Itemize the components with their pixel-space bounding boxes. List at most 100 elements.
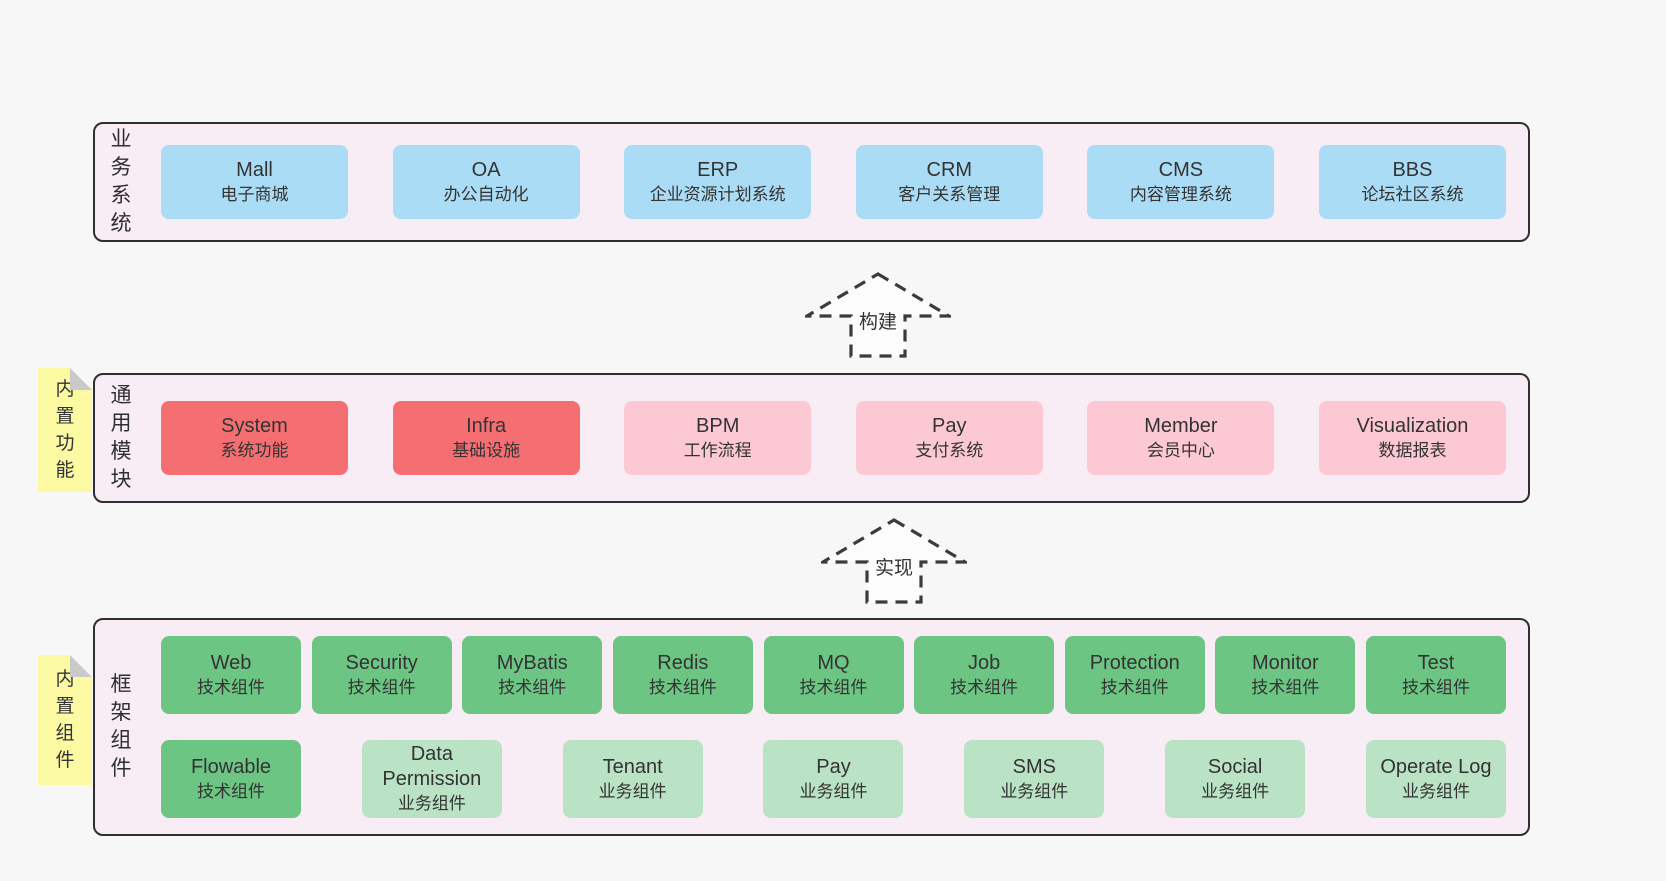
box-subtitle: 技术组件: [799, 677, 868, 697]
box-mall: Mall 电子商城: [161, 145, 348, 219]
box-title: Tenant: [602, 755, 663, 778]
box-title: Monitor: [1252, 651, 1319, 674]
box-subtitle: 技术组件: [197, 781, 265, 801]
box-web: Web 技术组件: [161, 636, 301, 714]
box-job: Job 技术组件: [914, 636, 1055, 714]
box-flowable: Flowable 技术组件: [161, 740, 301, 818]
box-title: Web: [210, 651, 252, 674]
box-security: Security 技术组件: [311, 636, 452, 714]
builtin-components-note-text: 内置组件: [55, 669, 75, 771]
box-subtitle: 业务组件: [397, 794, 466, 813]
box-subtitle: 技术组件: [950, 677, 1019, 697]
box-system: System 系统功能: [161, 401, 348, 475]
box-subtitle: 基础设施: [452, 440, 521, 460]
common-modules-boxes: System 系统功能 Infra 基础设施 BPM 工作流程 Pay 支付系统…: [133, 401, 1528, 475]
box-subtitle: 业务组件: [1000, 781, 1069, 801]
box-subtitle: 客户关系管理: [898, 184, 1001, 204]
framework-components-label: 框架组件: [110, 673, 132, 780]
box-protection: Protection 技术组件: [1064, 636, 1205, 714]
box-title: Redis: [657, 651, 709, 674]
folded-corner-icon: [70, 655, 92, 677]
folded-corner-icon: [70, 368, 92, 390]
box-sms: SMS 业务组件: [964, 740, 1105, 818]
business-systems-panel: 业务系统 Mall 电子商城 OA 办公自动化 ERP 企业资源计划系统 CRM…: [93, 122, 1530, 242]
box-crm: CRM 客户关系管理: [855, 145, 1043, 219]
box-oa: OA 办公自动化: [392, 145, 580, 219]
box-title: BPM: [696, 414, 740, 437]
box-subtitle: 技术组件: [1251, 677, 1320, 697]
box-bbs: BBS 论坛社区系统: [1318, 145, 1506, 219]
implement-arrow: 实现: [821, 518, 967, 604]
box-monitor: Monitor 技术组件: [1215, 636, 1356, 714]
box-title: Operate Log: [1380, 755, 1492, 778]
box-pay: Pay 支付系统: [855, 401, 1043, 475]
box-subtitle: 企业资源计划系统: [649, 184, 786, 204]
box-subtitle: 技术组件: [197, 677, 265, 697]
box-title: CMS: [1158, 158, 1204, 181]
box-infra: Infra 基础设施: [392, 401, 580, 475]
framework-components-panel: 框架组件 Web 技术组件 Security 技术组件 MyBatis 技术组件…: [93, 618, 1530, 836]
box-subtitle: 内容管理系统: [1129, 184, 1232, 204]
box-title: BBS: [1392, 158, 1433, 181]
implement-arrow-label: 实现: [875, 557, 913, 579]
box-redis: Redis 技术组件: [612, 636, 753, 714]
box-subtitle: 技术组件: [347, 677, 416, 697]
box-title: MQ: [817, 651, 850, 674]
framework-components-boxes: Web 技术组件 Security 技术组件 MyBatis 技术组件 Redi…: [133, 636, 1528, 818]
box-title: MyBatis: [496, 651, 568, 674]
box-title: Social: [1207, 755, 1263, 778]
box-subtitle: 系统功能: [220, 440, 289, 460]
box-mybatis: MyBatis 技术组件: [462, 636, 603, 714]
box-subtitle: 工作流程: [683, 440, 752, 460]
box-subtitle: 技术组件: [1402, 677, 1470, 697]
build-arrow: 构建: [805, 272, 951, 358]
builtin-components-note: 内置组件: [38, 655, 92, 785]
box-subtitle: 业务组件: [799, 781, 868, 801]
common-modules-panel: 通用模块 System 系统功能 Infra 基础设施 BPM 工作流程 Pay…: [93, 373, 1530, 503]
box-subtitle: 论坛社区系统: [1361, 184, 1464, 204]
builtin-features-note: 内置功能: [38, 368, 92, 492]
box-title: Visualization: [1356, 414, 1469, 437]
box-title: Member: [1144, 414, 1218, 437]
box-subtitle: 会员中心: [1146, 440, 1215, 460]
common-modules-label: 通用模块: [110, 384, 132, 491]
box-title: SMS: [1012, 755, 1056, 778]
box-title: Job: [968, 651, 1001, 674]
box-title: Data Permission: [382, 743, 482, 790]
box-title: Pay: [816, 755, 851, 778]
box-subtitle: 技术组件: [1100, 677, 1169, 697]
build-arrow-label: 构建: [859, 311, 897, 333]
box-subtitle: 电子商城: [220, 184, 289, 204]
box-title: Infra: [466, 414, 507, 437]
box-tenant: Tenant 业务组件: [562, 740, 703, 818]
box-title: System: [221, 414, 288, 437]
box-subtitle: 支付系统: [915, 440, 984, 460]
box-subtitle: 业务组件: [598, 781, 667, 801]
box-title: OA: [471, 158, 501, 181]
box-cms: CMS 内容管理系统: [1087, 145, 1275, 219]
box-title: Flowable: [190, 755, 272, 778]
box-title: Mall: [236, 158, 273, 181]
box-subtitle: 业务组件: [1401, 781, 1470, 801]
builtin-features-note-text: 内置功能: [55, 379, 75, 481]
box-subtitle: 数据报表: [1378, 440, 1447, 460]
box-subtitle: 业务组件: [1201, 781, 1270, 801]
box-subtitle: 技术组件: [498, 677, 567, 697]
box-visualization: Visualization 数据报表: [1318, 401, 1506, 475]
box-mq: MQ 技术组件: [763, 636, 904, 714]
box-subtitle: 办公自动化: [443, 184, 529, 204]
box-title: Protection: [1089, 651, 1180, 674]
box-bpm: BPM 工作流程: [624, 401, 812, 475]
box-social: Social 业务组件: [1165, 740, 1306, 818]
box-operate-log: Operate Log 业务组件: [1365, 740, 1506, 818]
business-systems-label: 业务系统: [110, 128, 132, 235]
business-systems-boxes: Mall 电子商城 OA 办公自动化 ERP 企业资源计划系统 CRM 客户关系…: [133, 145, 1528, 219]
box-member: Member 会员中心: [1087, 401, 1275, 475]
box-test: Test 技术组件: [1366, 636, 1506, 714]
box-title: ERP: [697, 158, 739, 181]
box-title: Pay: [932, 414, 967, 437]
box-title: CRM: [926, 158, 973, 181]
box-subtitle: 技术组件: [648, 677, 717, 697]
box-pay-biz: Pay 业务组件: [763, 740, 904, 818]
